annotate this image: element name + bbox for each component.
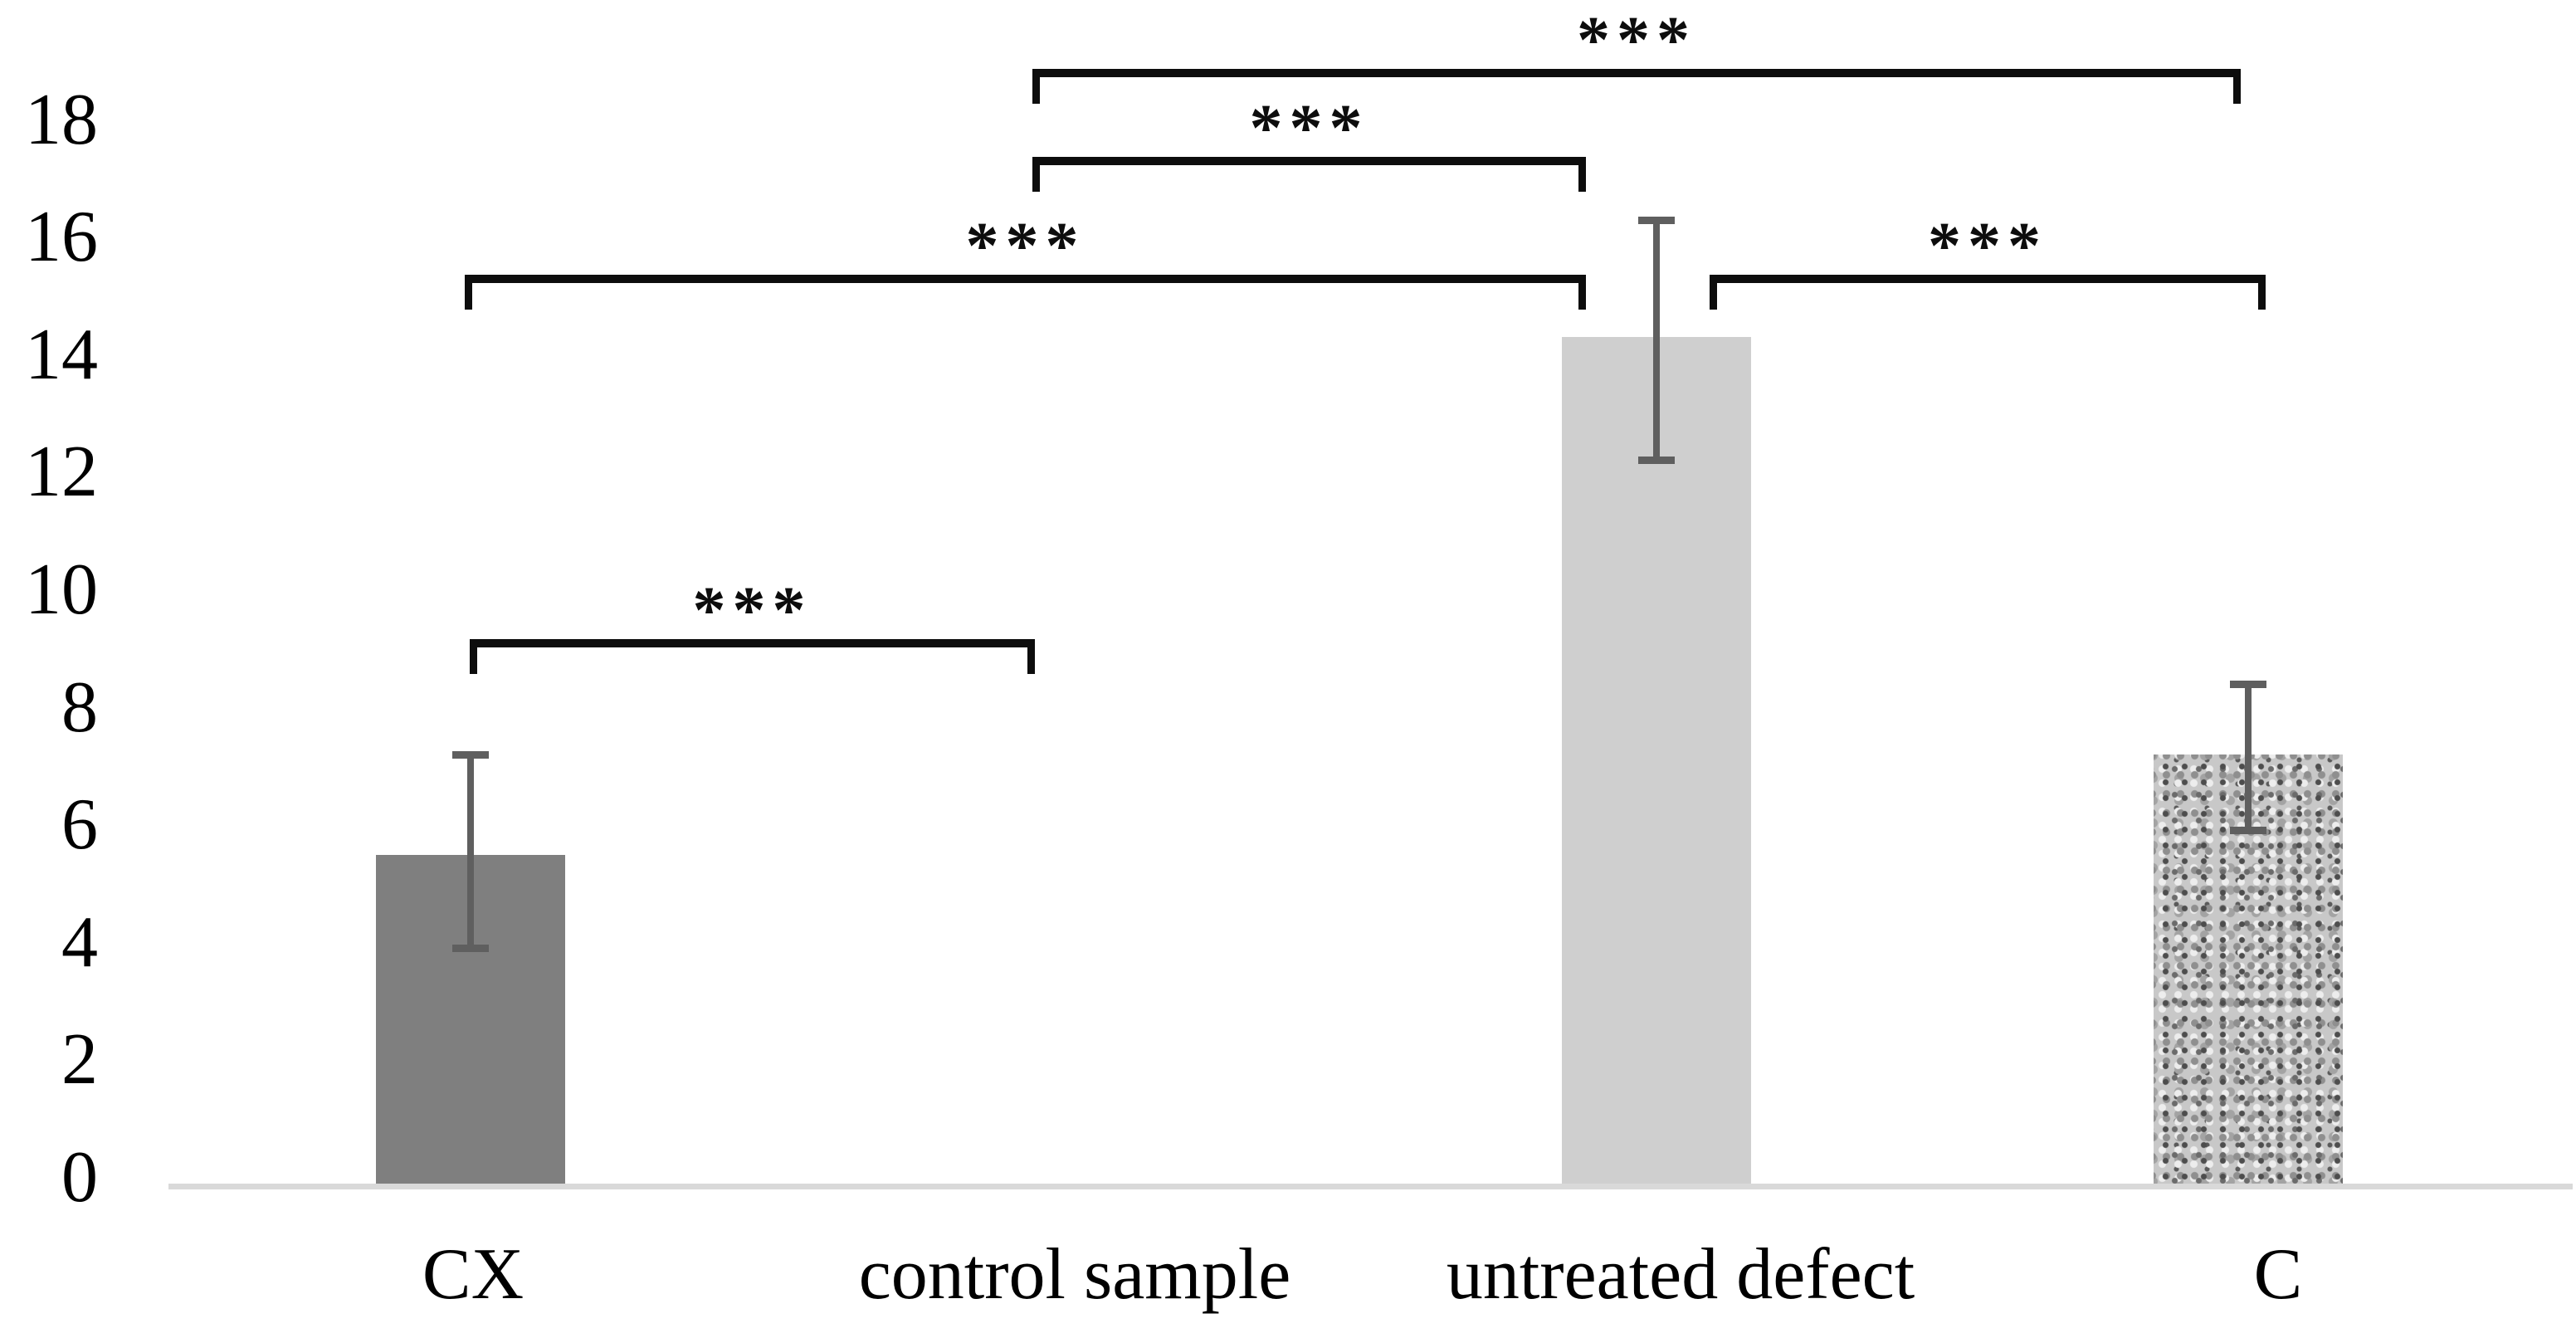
significance-bracket-right-tick-cx-vs-control-sample <box>1027 647 1035 674</box>
significance-stars-untreated-defect-vs-c: *** <box>1928 210 2047 283</box>
significance-bracket-control-sample-vs-c <box>1032 69 2241 77</box>
error-bar-c <box>2245 684 2252 831</box>
y-tick-label-14: 14 <box>25 315 98 395</box>
y-tick-label-8: 8 <box>61 667 98 748</box>
significance-stars-cx-vs-untreated-defect: *** <box>965 210 1086 283</box>
significance-bracket-right-tick-control-sample-vs-c <box>2233 76 2241 104</box>
x-label-cx: CX <box>422 1234 524 1315</box>
bar-untreated-defect <box>1562 337 1751 1184</box>
significance-stars-control-sample-vs-untreated-defect: *** <box>1249 92 1369 165</box>
error-bar-bottom-cap-untreated-defect <box>1638 457 1675 464</box>
significance-bracket-left-tick-control-sample-vs-c <box>1032 76 1040 104</box>
error-bar-untreated-defect <box>1653 220 1660 461</box>
x-label-c: C <box>2253 1234 2303 1315</box>
error-bar-cx <box>467 754 474 949</box>
y-tick-label-6: 6 <box>61 784 98 865</box>
significance-bracket-left-tick-cx-vs-control-sample <box>470 647 477 674</box>
significance-bracket-left-tick-cx-vs-untreated-defect <box>465 282 472 310</box>
significance-bracket-cx-vs-untreated-defect <box>465 275 1586 283</box>
y-tick-label-10: 10 <box>25 549 98 630</box>
significance-stars-control-sample-vs-c: *** <box>1577 4 1696 77</box>
significance-bracket-left-tick-control-sample-vs-untreated-defect <box>1032 164 1040 192</box>
y-tick-label-0: 0 <box>61 1137 98 1218</box>
error-bar-bottom-cap-cx <box>452 945 489 952</box>
significance-bracket-cx-vs-control-sample <box>470 639 1035 647</box>
significance-bracket-untreated-defect-vs-c <box>1710 275 2266 283</box>
x-label-untreated-defect: untreated defect <box>1446 1234 1915 1315</box>
error-bar-top-cap-untreated-defect <box>1638 217 1675 224</box>
significance-bracket-right-tick-untreated-defect-vs-c <box>2258 282 2266 310</box>
y-tick-label-16: 16 <box>25 197 98 277</box>
significance-bracket-right-tick-control-sample-vs-untreated-defect <box>1578 164 1586 192</box>
error-bar-bottom-cap-c <box>2230 827 2266 834</box>
significance-bracket-right-tick-cx-vs-untreated-defect <box>1578 282 1586 310</box>
y-tick-label-2: 2 <box>61 1019 98 1100</box>
significance-stars-cx-vs-control-sample: *** <box>692 574 812 647</box>
y-tick-label-4: 4 <box>61 902 98 983</box>
x-axis-line <box>168 1184 2573 1189</box>
y-tick-label-18: 18 <box>25 80 98 160</box>
x-label-control-sample: control sample <box>858 1234 1291 1315</box>
significance-bracket-control-sample-vs-untreated-defect <box>1032 157 1586 165</box>
significance-bracket-left-tick-untreated-defect-vs-c <box>1710 282 1717 310</box>
error-bar-top-cap-cx <box>452 751 489 759</box>
error-bar-top-cap-c <box>2230 681 2266 688</box>
y-tick-label-12: 12 <box>25 432 98 512</box>
